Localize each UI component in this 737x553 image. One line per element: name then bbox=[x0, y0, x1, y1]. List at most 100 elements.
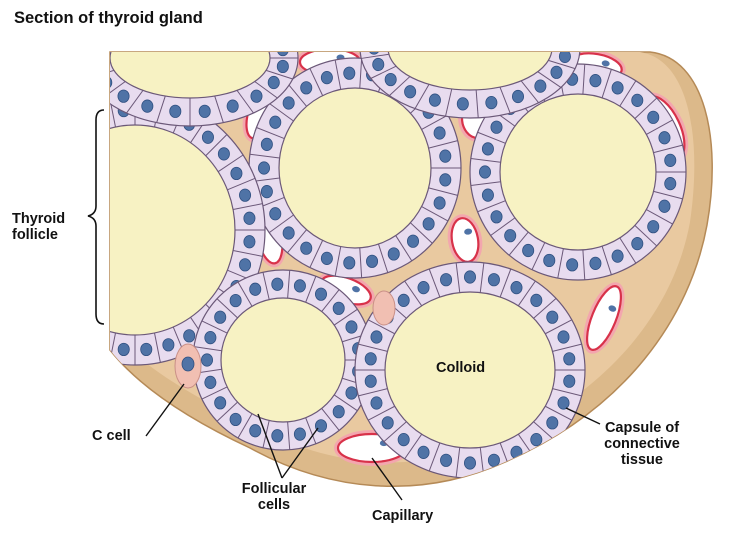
thyroid-follicle bbox=[192, 269, 374, 451]
cell-border bbox=[476, 0, 478, 6]
cell-border bbox=[309, 68, 324, 96]
cell-border bbox=[205, 134, 228, 157]
cell-border bbox=[359, 247, 363, 278]
cell-border bbox=[521, 0, 538, 15]
follicular-cell-nucleus bbox=[214, 310, 227, 324]
c-cell-leader bbox=[145, 383, 185, 437]
cell-border bbox=[531, 242, 546, 270]
follicular-cell-nucleus bbox=[664, 153, 677, 167]
follicular-cell-nucleus bbox=[546, 416, 559, 430]
follicular-cell-nucleus bbox=[546, 310, 559, 324]
cell-border bbox=[445, 88, 453, 117]
cell-border bbox=[499, 86, 511, 114]
cell-border bbox=[537, 71, 562, 88]
cell-border bbox=[520, 80, 539, 104]
cell-border bbox=[215, 0, 224, 20]
follicle-epithelium bbox=[359, 52, 581, 119]
follicular-cell-nucleus bbox=[417, 445, 430, 459]
cell-border bbox=[232, 203, 263, 211]
follicular-cell-nucleus bbox=[117, 342, 130, 357]
c-cell-label: C cell bbox=[92, 428, 131, 444]
follicular-cell-nucleus bbox=[276, 59, 289, 74]
capillary-lumen bbox=[585, 285, 623, 351]
cell-border bbox=[358, 343, 388, 352]
follicular-cell-nucleus bbox=[566, 258, 579, 272]
follicular-cell-nucleus bbox=[271, 429, 284, 443]
follicular-cell-nucleus bbox=[75, 330, 86, 342]
follicular-cell-nucleus bbox=[490, 120, 503, 134]
follicular-cell-nucleus bbox=[611, 249, 624, 263]
cell-border bbox=[389, 0, 410, 19]
cell-border bbox=[470, 181, 501, 187]
follicular-cell-nucleus bbox=[439, 149, 452, 163]
follicular-cell-nucleus bbox=[512, 0, 523, 6]
cell-border bbox=[15, 270, 43, 281]
capsule-label: Capsule of connective tissue bbox=[597, 420, 687, 468]
cell-border bbox=[15, 178, 43, 189]
cell-border bbox=[110, 81, 126, 99]
cell-border bbox=[601, 246, 612, 275]
follicular-cell-nucleus bbox=[162, 338, 175, 352]
cell-border bbox=[378, 243, 389, 273]
follicular-cells-label-line1: Follicular bbox=[241, 481, 307, 497]
follicular-cell-nucleus bbox=[243, 235, 256, 249]
capillary bbox=[583, 282, 625, 354]
cell-border bbox=[552, 343, 582, 352]
endothelial-nucleus bbox=[608, 305, 617, 312]
follicular-cell-nucleus bbox=[269, 207, 282, 221]
cell-border bbox=[446, 0, 452, 7]
follicular-cell-nucleus bbox=[563, 374, 576, 388]
cell-border bbox=[455, 447, 461, 478]
follicular-cell-nucleus bbox=[200, 353, 213, 367]
cell-border bbox=[216, 401, 238, 422]
follicular-cell-nucleus bbox=[293, 279, 306, 293]
cell-border bbox=[157, 0, 166, 20]
cell-border bbox=[268, 102, 294, 122]
follicular-cell-nucleus bbox=[512, 89, 525, 104]
cell-border bbox=[85, 327, 96, 355]
cell-border bbox=[287, 421, 291, 450]
follicular-cell-nucleus bbox=[557, 330, 570, 344]
follicular-cell-nucleus bbox=[282, 226, 295, 240]
thyroid-follicle-label-line2: follicle bbox=[12, 227, 58, 243]
c-cell bbox=[372, 290, 396, 326]
follicular-cell-nucleus bbox=[257, 161, 270, 175]
cell-border bbox=[404, 280, 423, 307]
cell-border bbox=[217, 154, 244, 173]
cell-border bbox=[582, 64, 586, 95]
follicular-cell-nucleus bbox=[320, 71, 333, 85]
follicular-cell-nucleus bbox=[276, 52, 289, 57]
follicular-cell-nucleus bbox=[332, 301, 345, 315]
cell-border bbox=[333, 394, 358, 412]
follicular-cell-nucleus bbox=[343, 66, 356, 80]
cell-border bbox=[545, 405, 573, 421]
follicular-cells-label-line2: cells bbox=[257, 497, 291, 513]
cell-border bbox=[305, 417, 317, 444]
follicular-cell-nucleus bbox=[664, 177, 677, 191]
follicular-cell-nucleus bbox=[407, 234, 420, 248]
follicular-cell-nucleus bbox=[345, 386, 358, 400]
cell-border bbox=[201, 320, 228, 334]
follicular-cell-nucleus bbox=[343, 256, 356, 270]
follicles-group bbox=[15, 0, 687, 479]
follicular-cell-nucleus bbox=[370, 396, 383, 410]
follicular-cell-nucleus bbox=[543, 253, 556, 268]
thyroid-follicle-label: Thyroid follicle bbox=[12, 211, 65, 243]
cell-border bbox=[646, 209, 673, 225]
follicular-cell-nucleus bbox=[433, 126, 446, 140]
endothelial-nucleus bbox=[352, 286, 360, 293]
cell-border bbox=[370, 65, 397, 79]
follicular-cell-nucleus bbox=[558, 52, 571, 63]
follicular-cell-nucleus bbox=[417, 281, 430, 295]
follicular-cell-nucleus bbox=[559, 33, 570, 45]
follicular-cell-nucleus bbox=[249, 282, 262, 296]
follicular-cell-nucleus bbox=[589, 74, 602, 88]
follicular-cell-nucleus bbox=[422, 217, 435, 231]
cell-border bbox=[287, 229, 307, 254]
follicular-cell-nucleus bbox=[249, 424, 262, 438]
cell-border bbox=[421, 206, 449, 222]
follicular-cell-nucleus bbox=[140, 342, 153, 357]
cell-border bbox=[237, 413, 253, 439]
cell-border bbox=[27, 288, 52, 305]
